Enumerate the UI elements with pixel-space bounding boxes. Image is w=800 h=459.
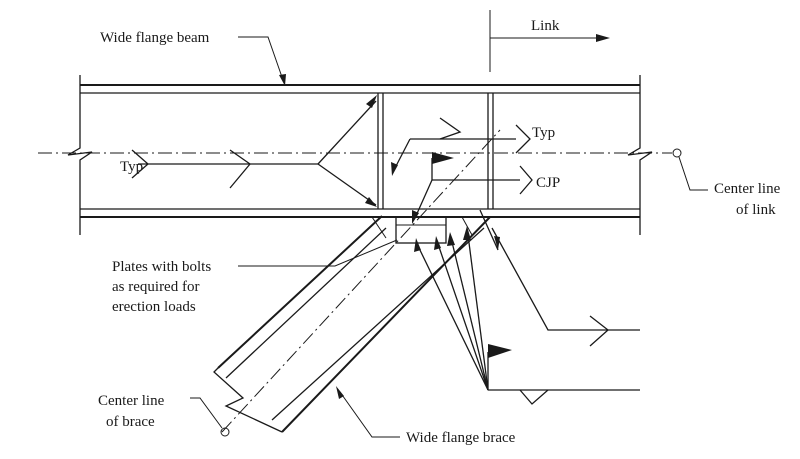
weld-symbol-right-typ bbox=[391, 117, 531, 176]
weld-symbol-brace-field bbox=[414, 226, 640, 405]
center-brace-label-1: Center line bbox=[98, 393, 165, 409]
brace-label: Wide flange brace bbox=[406, 430, 516, 446]
plates-label-2: as required for bbox=[112, 279, 199, 295]
center-brace-label-2: of brace bbox=[106, 414, 155, 430]
plates-label-3: erection loads bbox=[112, 299, 196, 315]
link-centerline-marker bbox=[672, 148, 682, 158]
cjp-label: CJP bbox=[536, 175, 560, 191]
plates-label-1: Plates with bolts bbox=[112, 259, 211, 275]
typ-left-label: Typ bbox=[120, 159, 143, 175]
brace-centerline bbox=[221, 129, 501, 433]
center-link-label-1: Center line bbox=[714, 181, 781, 197]
center-brace-leader bbox=[190, 397, 223, 429]
weld-symbol-left-typ bbox=[131, 95, 377, 207]
brace-centerline-marker bbox=[220, 427, 230, 437]
beam-label: Wide flange beam bbox=[100, 30, 210, 46]
typ-right-label: Typ bbox=[532, 125, 555, 141]
link-dimension bbox=[489, 10, 610, 72]
center-link-label-2: of link bbox=[736, 202, 776, 218]
wide-flange-beam bbox=[67, 75, 653, 235]
bolted-plates bbox=[371, 216, 473, 244]
plates-leader bbox=[238, 239, 398, 267]
weld-symbol-brace-right bbox=[479, 209, 640, 347]
wide-flange-brace bbox=[213, 215, 491, 433]
link-label: Link bbox=[531, 18, 560, 34]
center-link-leader bbox=[678, 156, 708, 191]
weld-symbol-cjp bbox=[412, 152, 533, 224]
brace-leader bbox=[336, 386, 400, 438]
beam-leader bbox=[238, 36, 286, 86]
stiffeners bbox=[377, 93, 494, 209]
